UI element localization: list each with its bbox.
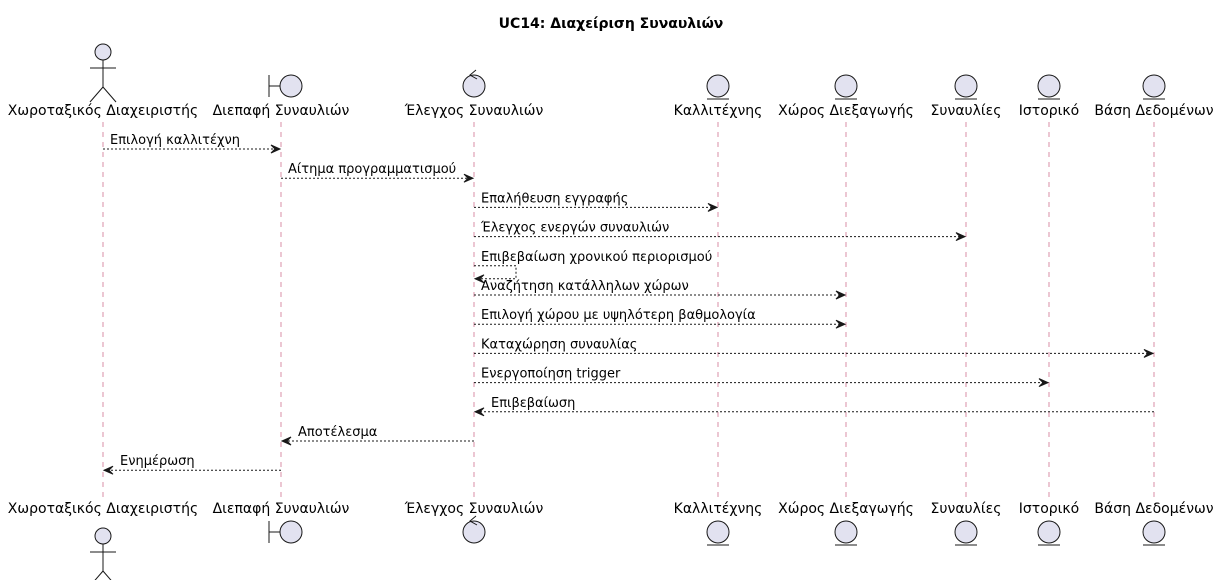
participant-venue-bottom: Χώρος Διεξαγωγής [778,501,914,546]
message: Επαλήθευση εγγραφής [474,191,719,212]
participant-label: Έλεγχος Συναυλιών [404,103,544,119]
message-label: Επιβεβαίωση χρονικού περιορισμού [481,250,712,265]
boundary-icon [268,74,303,98]
participant-concerts-top: Συναυλίες [931,74,1002,119]
participant-label: Συναυλίες [931,103,1002,119]
participant-artist-top: Καλλιτέχνης [674,74,763,119]
entity-icon [1037,74,1061,100]
entity-icon [1142,520,1166,546]
participant-label: Έλεγχος Συναυλιών [404,501,544,517]
entity-icon [706,520,730,546]
participant-ui-top: Διεπαφή Συναυλιών [213,74,350,119]
message-label: Αποτέλεσμα [298,425,377,440]
control-icon [462,515,486,544]
participant-db-bottom: Βάση Δεδομένων [1094,501,1214,546]
message: Επιβεβαίωση [473,396,1154,417]
participant-ctrl-bottom: Έλεγχος Συναυλιών [404,501,544,544]
participant-label: Χωροταξικός Διαχειριστής [8,103,198,119]
message-label: Επιλογή καλλιτέχνη [110,133,240,148]
message-label: Ενημέρωση [120,454,195,469]
participant-history-bottom: Ιστορικό [1019,501,1079,546]
message: Αίτημα προγραμματισμού [281,162,475,183]
actor-icon [89,43,117,103]
participant-label: Ιστορικό [1019,501,1079,517]
message: Έλεγχος ενεργών συναυλιών [474,221,967,242]
participant-db-top: Βάση Δεδομένων [1094,74,1214,119]
participant-label: Συναυλίες [931,501,1002,517]
message: Αναζήτηση κατάλληλων χώρων [474,279,847,300]
message-label: Επιβεβαίωση [491,396,575,411]
participant-label: Καλλιτέχνης [674,103,763,119]
boundary-icon [268,520,303,544]
actor-icon [90,527,116,580]
participant-label: Βάση Δεδομένων [1094,103,1213,119]
entity-icon [954,520,978,546]
participant-label: Χώρος Διεξαγωγής [778,103,914,119]
participant-label: Διεπαφή Συναυλιών [213,103,350,119]
entity-icon [1037,520,1061,546]
message: Επιβεβαίωση χρονικού περιορισμού [473,250,712,284]
entity-icon [954,74,978,100]
participant-history-top: Ιστορικό [1019,74,1079,119]
message: Ενεργοποίηση trigger [474,367,1050,388]
message-label: Επιλογή χώρου με υψηλότερη βαθμολογία [481,308,756,323]
participant-label: Διεπαφή Συναυλιών [213,501,350,517]
message: Ενημέρωση [102,454,281,475]
message: Αποτέλεσμα [280,425,474,446]
participant-actor-bottom: Χωροταξικός Διαχειριστής [8,501,198,580]
entity-icon [834,74,858,100]
participant-label: Βάση Δεδομένων [1094,501,1213,517]
message-label: Αναζήτηση κατάλληλων χώρων [481,279,689,294]
participant-label: Καλλιτέχνης [674,501,763,517]
participant-ctrl-top: Έλεγχος Συναυλιών [404,69,544,119]
participant-label: Ιστορικό [1019,103,1079,119]
entity-icon [834,520,858,546]
entity-icon [706,74,730,100]
diagram-title: UC14: Διαχείριση Συναυλιών [499,16,724,32]
participant-venue-top: Χώρος Διεξαγωγής [778,74,914,119]
message-label: Επαλήθευση εγγραφής [481,191,628,206]
participant-concerts-bottom: Συναυλίες [931,501,1002,546]
participant-artist-bottom: Καλλιτέχνης [674,501,763,546]
message: Επιλογή χώρου με υψηλότερη βαθμολογία [474,308,847,329]
message-label: Έλεγχος ενεργών συναυλιών [480,221,669,236]
participant-actor-top: Χωροταξικός Διαχειριστής [8,43,198,119]
entity-icon [1142,74,1166,100]
message-label: Ενεργοποίηση trigger [481,367,621,382]
participant-label: Χωροταξικός Διαχειριστής [8,501,198,517]
message-label: Αίτημα προγραμματισμού [288,162,456,177]
message-label: Καταχώρηση συναυλίας [481,337,637,352]
participant-label: Χώρος Διεξαγωγής [778,501,914,517]
control-icon [462,69,486,98]
message: Επιλογή καλλιτέχνη [103,133,282,154]
message: Καταχώρηση συναυλίας [474,337,1155,358]
participant-ui-bottom: Διεπαφή Συναυλιών [213,501,350,544]
